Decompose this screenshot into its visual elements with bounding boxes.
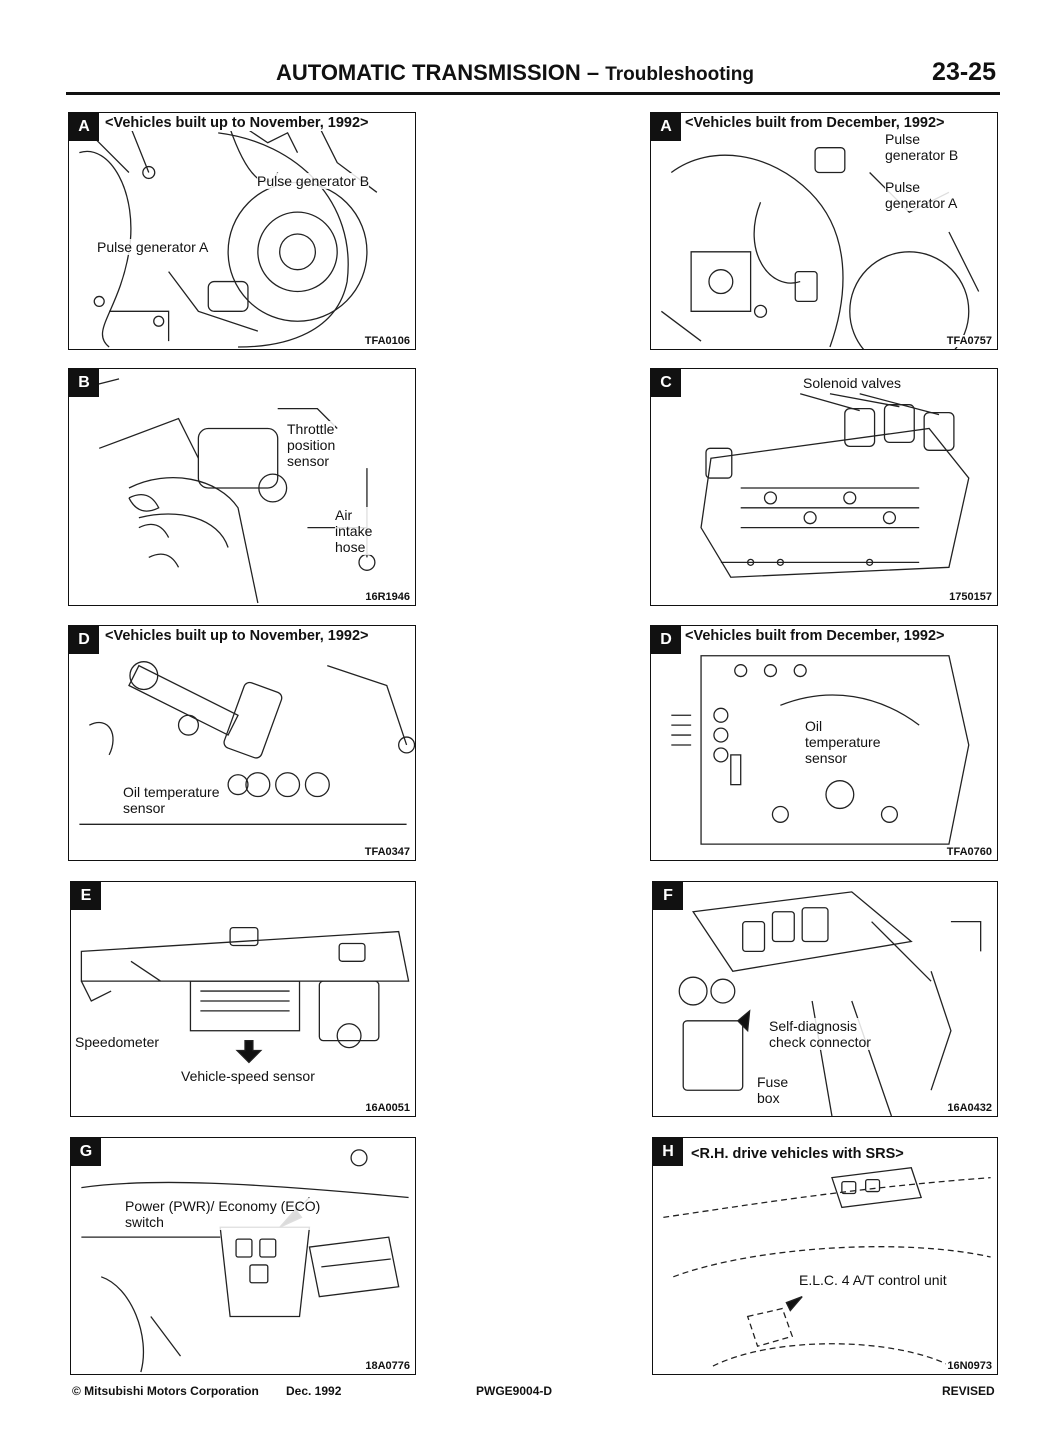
- page-number: 23-25: [932, 58, 996, 86]
- figure-code: TFA0760: [945, 846, 993, 858]
- label-throttle-position-sensor: Throttle position sensor: [287, 421, 336, 469]
- panel-b: B Throttle position sensor Air intake ho…: [68, 368, 416, 606]
- panel-h: H <R.H. drive vehicles with SRS> E.L.C. …: [652, 1137, 998, 1375]
- figure-code: 1750157: [948, 591, 993, 603]
- figure-code: 16R1946: [364, 591, 411, 603]
- label-speedometer: Speedometer: [75, 1034, 160, 1050]
- panel-d-early: D <Vehicles built up to November, 1992> …: [68, 625, 416, 861]
- label-elc-control-unit: E.L.C. 4 A/T control unit: [799, 1272, 947, 1288]
- header-rule: [66, 92, 1000, 95]
- page-title: AUTOMATIC TRANSMISSION – Troubleshooting: [276, 60, 755, 85]
- figure-code: 16N0973: [946, 1360, 993, 1372]
- panel-c: C Solenoid valves 1750157: [650, 368, 998, 606]
- panel-a-early: A <Vehicles built up to November, 1992> …: [68, 112, 416, 350]
- figure-code: TFA0106: [363, 335, 411, 347]
- panel-letter: D: [651, 626, 681, 654]
- panel-letter: C: [651, 369, 681, 397]
- label-solenoid-valves: Solenoid valves: [803, 375, 902, 391]
- panel-a-late: A <Vehicles built from December, 1992> P…: [650, 112, 998, 350]
- figure-code: TFA0757: [945, 335, 993, 347]
- oil-temperature-sensor-illustration: [671, 655, 970, 845]
- panel-letter: A: [69, 113, 99, 141]
- panel-letter: H: [653, 1138, 683, 1166]
- footer-date: Dec. 1992: [286, 1384, 342, 1398]
- panel-g: G Power (PWR)/ Economy (ECO) switch 18A0…: [70, 1137, 416, 1375]
- footer-status: REVISED: [942, 1384, 995, 1398]
- panel-letter: E: [71, 882, 101, 910]
- panel-caption: <Vehicles built from December, 1992>: [683, 115, 947, 131]
- label-pwr-eco-switch: Power (PWR)/ Economy (ECO) switch: [125, 1198, 321, 1230]
- figure-code: 18A0776: [364, 1360, 411, 1372]
- panel-letter: D: [69, 626, 99, 654]
- page-header: AUTOMATIC TRANSMISSION – Troubleshooting…: [66, 58, 1000, 90]
- panel-f: F Self-diagnosis check connector Fuse bo…: [652, 881, 998, 1117]
- panel-caption: <Vehicles built up to November, 1992>: [103, 115, 371, 131]
- panel-letter: G: [71, 1138, 101, 1166]
- label-pulse-generator-b: Pulse generator B: [257, 173, 370, 189]
- panel-caption: <Vehicles built from December, 1992>: [683, 628, 947, 644]
- pwr-eco-switch-illustration: [81, 1149, 409, 1373]
- label-self-diagnosis-check-connector: Self-diagnosis check connector: [769, 1018, 871, 1050]
- figure-code: TFA0347: [363, 846, 411, 858]
- footer-doc-code: PWGE9004-D: [476, 1384, 553, 1398]
- label-fuse-box: Fuse box: [757, 1074, 789, 1106]
- speedometer-illustration: [80, 926, 410, 1064]
- figure-code: 16A0432: [946, 1102, 993, 1114]
- oil-temperature-sensor-illustration: [79, 661, 415, 825]
- panel-e: E Speedometer Vehicle-speed sensor 16A00…: [70, 881, 416, 1117]
- self-diagnosis-connector-illustration: [678, 891, 982, 1116]
- throttle-body-illustration: [79, 378, 376, 604]
- label-oil-temperature-sensor: Oil temperature sensor: [805, 718, 881, 766]
- panel-letter: F: [653, 882, 683, 910]
- label-pulse-generator-a: Pulse generator A: [97, 239, 209, 255]
- elc-control-unit-illustration: [663, 1167, 991, 1367]
- label-oil-temperature-sensor: Oil temperature sensor: [123, 784, 220, 816]
- panel-caption: <R.H. drive vehicles with SRS>: [689, 1146, 906, 1162]
- label-air-intake-hose: Air intake hose: [335, 507, 373, 555]
- pulse-generator-illustration: [79, 122, 378, 348]
- valve-body-illustration: [700, 393, 970, 578]
- label-pulse-generator-b: Pulse generator B: [885, 131, 959, 163]
- panel-letter: B: [69, 369, 99, 397]
- footer-copyright: © Mitsubishi Motors Corporation: [72, 1384, 259, 1398]
- figure-code: 16A0051: [364, 1102, 411, 1114]
- panel-letter: A: [651, 113, 681, 141]
- panel-caption: <Vehicles built up to November, 1992>: [103, 628, 371, 644]
- panel-d-late: D <Vehicles built from December, 1992> O…: [650, 625, 998, 861]
- label-vehicle-speed-sensor: Vehicle-speed sensor: [181, 1068, 315, 1084]
- label-pulse-generator-a: Pulse generator A: [885, 179, 958, 211]
